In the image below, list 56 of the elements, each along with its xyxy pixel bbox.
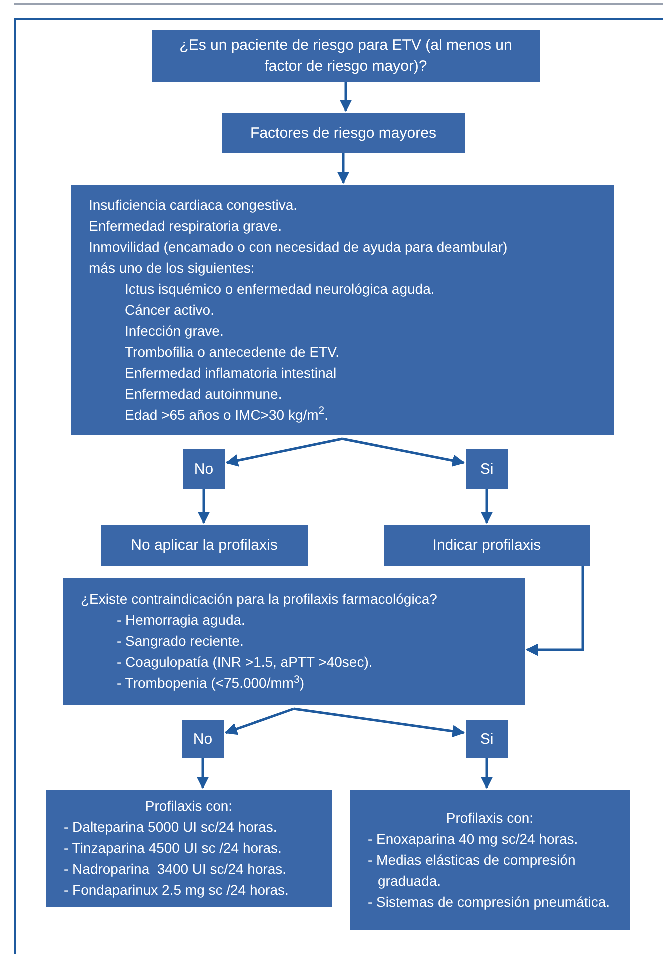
arrow [198, 489, 210, 524]
arrow [196, 758, 210, 790]
node-label: No aplicar la profilaxis [131, 536, 278, 556]
arrow [480, 758, 494, 790]
arrow [526, 566, 584, 656]
risk-factor-box [71, 185, 614, 435]
process-box [101, 525, 308, 566]
node-label: ¿Es un paciente de riesgo para ETV (al menos un factor de riesgo mayor)? [178, 36, 514, 77]
arrow [342, 438, 466, 467]
arrow [224, 708, 294, 736]
list-item: - Enoxaparina 40 mg sc/24 horas. [368, 830, 580, 849]
process-box [46, 790, 332, 907]
node-label: Indicar profilaxis [432, 536, 542, 556]
arrow [480, 489, 494, 524]
box-heading: Profilaxis con: [445, 808, 535, 828]
node-label: Factores de riesgo mayores [250, 124, 436, 144]
list-item: Enfermedad inflamatoria intestinal [125, 364, 338, 382]
question-box [152, 30, 540, 82]
question-box [63, 578, 525, 705]
arrow [340, 82, 352, 112]
node-label: No [193, 730, 213, 750]
process-box [222, 113, 465, 153]
list-item: - Nadroparina 3400 UI sc/24 horas. [64, 860, 288, 879]
list-item: - Fondaparinux 2.5 mg sc /24 horas. [64, 881, 290, 900]
list-item: - Coagulopatía (INR >1.5, aPTT >40sec). [117, 653, 374, 672]
list-item: - Medias elásticas de compresión graduada. [368, 850, 577, 891]
answer-box [183, 449, 225, 489]
answer-box [466, 720, 508, 758]
process-box [350, 790, 630, 930]
node-label: Si [480, 460, 494, 480]
list-item: Inmovilidad (encamado o con necesidad de ayuda para deambular) [89, 238, 509, 257]
box-heading: Profilaxis con: [144, 797, 234, 816]
list-item: Cáncer activo. [125, 300, 216, 320]
arrow [337, 153, 350, 184]
list-item: Insuficiencia cardiaca congestiva. [89, 196, 299, 215]
arrow [226, 438, 343, 467]
node-label: No [194, 460, 214, 480]
list-item: Infección grave. [125, 322, 225, 341]
list-item: Trombofilia o antecedente de ETV. [125, 342, 341, 362]
list-item: - Trombopenia (<75.000/mm$^{3}$) [117, 673, 306, 693]
list-item: - Tinzaparina 4500 UI sc /24 horas. [64, 839, 283, 858]
list-item: - Sangrado reciente. [117, 632, 245, 651]
arrow [294, 708, 466, 738]
answer-box [466, 449, 508, 489]
list-item: Enfermedad autoinmune. [125, 384, 284, 404]
node-label: Si [480, 730, 494, 750]
list-item: Ictus isquémico o enfermedad neurológica aguda. [125, 280, 436, 299]
list-item: - Dalteparina 5000 UI sc/24 horas. [64, 818, 278, 837]
list-item: más uno de los siguientes: [89, 258, 256, 278]
list-item: Edad >65 años o IMC>30 kg/m$^{2}$. [125, 404, 330, 425]
list-item: - Sistemas de compresión pneumática. [368, 892, 611, 912]
process-box [384, 525, 590, 566]
answer-box [182, 720, 224, 758]
list-item: - Hemorragia aguda. [117, 611, 246, 630]
list-item: Enfermedad respiratoria grave. [89, 216, 283, 236]
list-item: ¿Existe contraindicación para la profilaxis farmacológica? [81, 590, 438, 609]
